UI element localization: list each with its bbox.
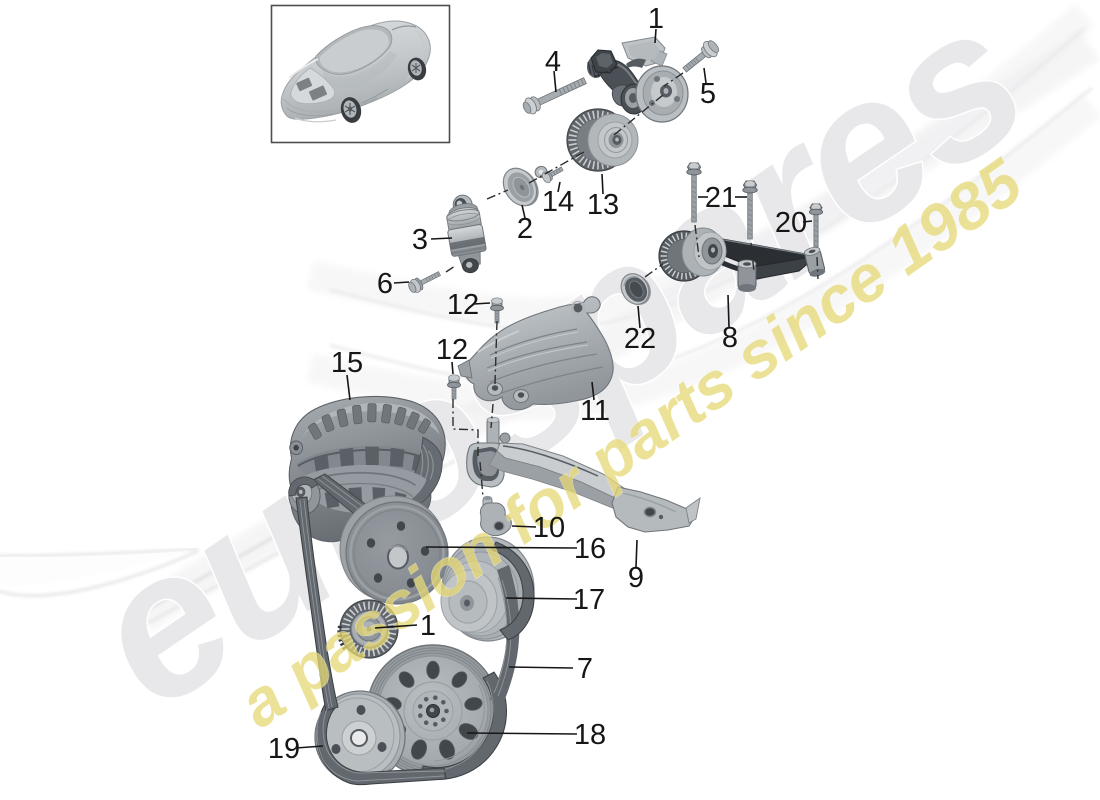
svg-text:14: 14 bbox=[542, 186, 574, 218]
svg-text:11: 11 bbox=[580, 395, 610, 427]
svg-text:5: 5 bbox=[700, 78, 716, 110]
svg-text:10: 10 bbox=[533, 512, 565, 544]
svg-text:12: 12 bbox=[436, 334, 468, 366]
svg-text:2: 2 bbox=[517, 213, 533, 245]
svg-text:20: 20 bbox=[775, 207, 807, 239]
svg-text:3: 3 bbox=[412, 224, 428, 256]
svg-text:6: 6 bbox=[377, 268, 393, 300]
svg-text:22: 22 bbox=[624, 323, 656, 355]
svg-text:17: 17 bbox=[573, 584, 605, 616]
svg-text:19: 19 bbox=[268, 733, 300, 765]
svg-text:18: 18 bbox=[574, 719, 606, 751]
svg-text:9: 9 bbox=[628, 562, 644, 594]
svg-text:1: 1 bbox=[648, 3, 664, 35]
svg-text:4: 4 bbox=[545, 46, 561, 78]
svg-text:8: 8 bbox=[722, 322, 738, 354]
svg-text:21: 21 bbox=[705, 182, 737, 214]
svg-text:13: 13 bbox=[587, 189, 619, 221]
svg-text:1: 1 bbox=[420, 610, 436, 642]
svg-text:7: 7 bbox=[577, 653, 593, 685]
svg-text:15: 15 bbox=[331, 347, 363, 379]
svg-text:12: 12 bbox=[447, 289, 479, 321]
svg-text:16: 16 bbox=[574, 533, 606, 565]
